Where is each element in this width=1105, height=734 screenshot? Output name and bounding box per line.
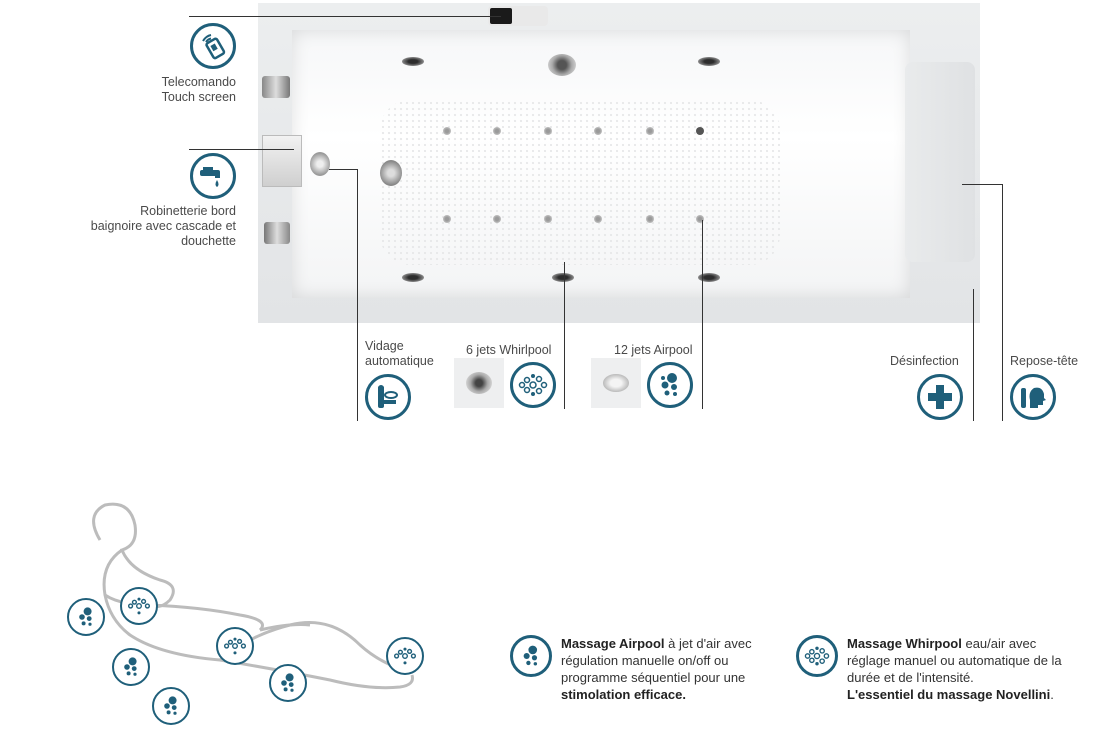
- faucet-icon: [190, 153, 236, 199]
- airpool-bubbles-icon: [112, 648, 150, 686]
- callout-line: [189, 149, 294, 150]
- airpool-label: 12 jets Airpool: [614, 343, 693, 357]
- bathtub-floor: [380, 100, 780, 265]
- airpool-jet: [696, 215, 704, 223]
- faucet-label: Robinetterie bord baignoire avec cascade…: [90, 204, 236, 248]
- whirlpool-bubbles-icon: [386, 637, 424, 675]
- callout-line: [973, 289, 974, 421]
- whirlpool-jet: [552, 273, 574, 282]
- callout-line: [564, 262, 565, 409]
- airpool-jet: [544, 127, 552, 135]
- remote-control-device: [488, 6, 548, 26]
- callout-line: [962, 184, 1003, 185]
- whirlpool-bubbles-icon: [796, 635, 838, 677]
- whirlpool-label: 6 jets Whirlpool: [466, 343, 552, 357]
- body-massage-illustration: [92, 502, 414, 690]
- whirlpool-bubbles-icon: [510, 362, 556, 408]
- airpool-jet: [594, 215, 602, 223]
- headrest-icon: [1010, 374, 1056, 420]
- airpool-bubbles-icon: [647, 362, 693, 408]
- remote-icon: [190, 23, 236, 69]
- airpool-bubbles-icon: [510, 635, 552, 677]
- drain-icon: [365, 374, 411, 420]
- drain-label: Vidage automatique: [365, 339, 434, 368]
- airpool-jet: [594, 127, 602, 135]
- airpool-jet: [544, 215, 552, 223]
- airpool-jet: [443, 215, 451, 223]
- airpool-bubbles-icon: [67, 598, 105, 636]
- airpool-jet: [696, 127, 704, 135]
- faucet-device-mid: [262, 135, 302, 187]
- whirlpool-jet: [548, 54, 576, 76]
- callout-line: [702, 220, 703, 409]
- whirlpool-jet: [698, 57, 720, 66]
- whirlpool-jet: [402, 273, 424, 282]
- whirlpool-jet: [698, 273, 720, 282]
- airpool-jet-thumbnail: [591, 358, 641, 408]
- drain-device: [310, 152, 330, 176]
- faucet-device-top: [262, 76, 290, 98]
- airpool-jet: [493, 215, 501, 223]
- whirlpool-bubbles-icon: [120, 587, 158, 625]
- callout-line: [357, 169, 358, 421]
- whirlpool-bubbles-icon: [216, 627, 254, 665]
- remote-label: Telecomando Touch screen: [161, 75, 236, 104]
- whirlpool-jet-thumbnail: [454, 358, 504, 408]
- whirlpool-jet: [402, 57, 424, 66]
- bathtub-headrest: [905, 62, 975, 262]
- callout-line: [189, 16, 501, 17]
- headrest-label: Repose-tête: [1010, 354, 1079, 368]
- airpool-bubbles-icon: [269, 664, 307, 702]
- callout-line: [1002, 184, 1003, 421]
- faucet-device-bottom: [264, 222, 290, 244]
- disinfection-label: Désinfection: [890, 354, 959, 368]
- airpool-bubbles-icon: [152, 687, 190, 725]
- legend-airpool-description: Massage Airpool à jet d'air avec régulat…: [561, 636, 752, 702]
- legend-whirlpool-description: Massage Whirpool eau/air avec réglage ma…: [847, 636, 1062, 702]
- airpool-jet: [443, 127, 451, 135]
- plus-icon: [917, 374, 963, 420]
- airpool-jet: [646, 215, 654, 223]
- overflow-device: [380, 160, 402, 186]
- airpool-jet: [646, 127, 654, 135]
- airpool-jet: [493, 127, 501, 135]
- callout-line: [329, 169, 358, 170]
